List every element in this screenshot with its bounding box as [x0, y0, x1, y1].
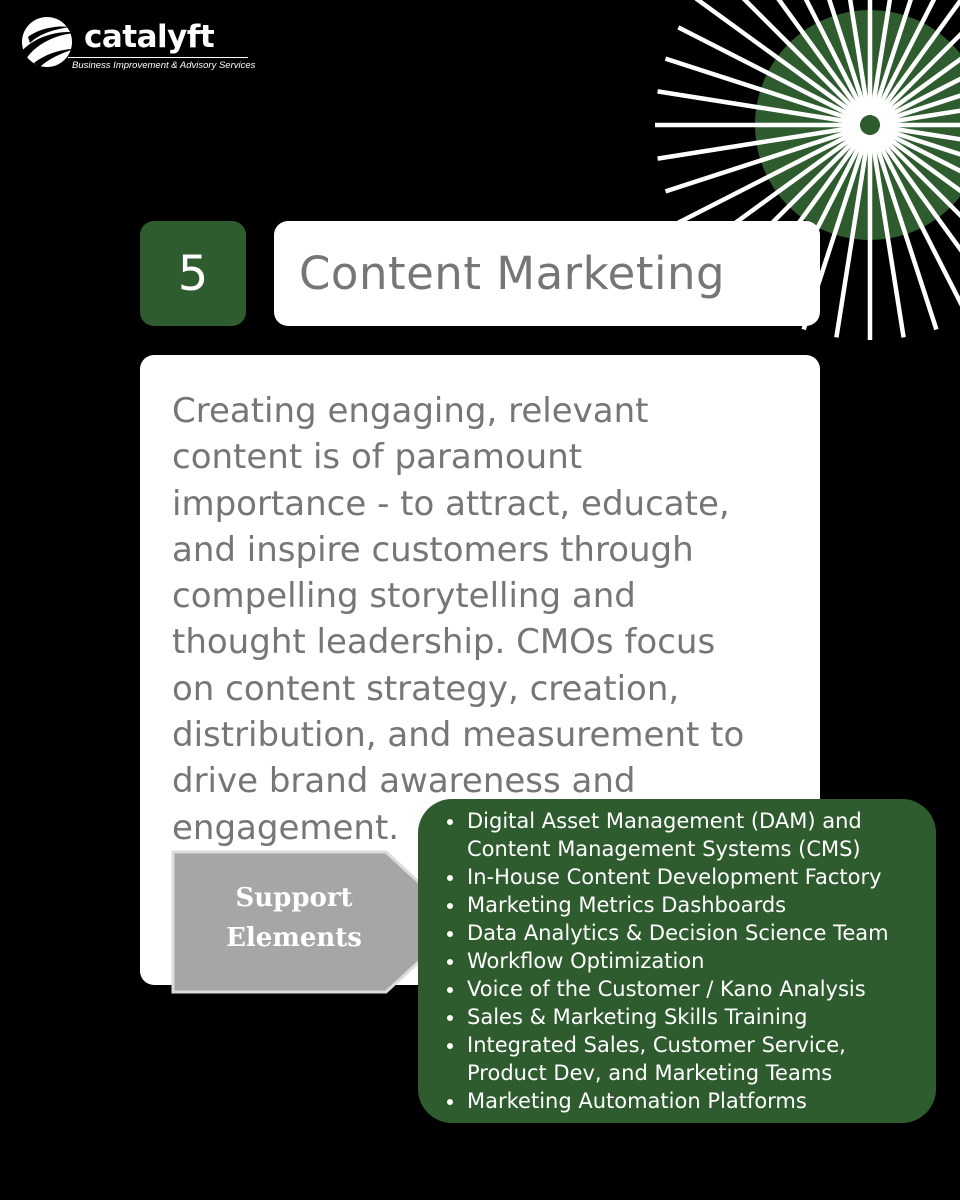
burst-ray [741, 0, 865, 120]
section-number-badge: 5 [140, 221, 246, 326]
burst-ray [869, 0, 893, 116]
burst-ray [872, 132, 960, 307]
list-item: Workflow Optimization [440, 947, 936, 975]
burst-ray [878, 93, 960, 125]
burst-ray [876, 56, 960, 121]
description-line: thought leadership. CMOs focus [172, 622, 716, 663]
burst-ray [870, 0, 913, 117]
list-item-text: Sales & Marketing Skills Training [467, 1005, 808, 1029]
list-item-text: Workflow Optimization [467, 949, 705, 973]
list-item-text: Content Management Systems (CMS) [467, 837, 861, 861]
list-item: Sales & Marketing Skills Training [440, 1003, 936, 1031]
burst-ray [877, 127, 960, 174]
brand-name: catalyft [84, 19, 215, 55]
section-title: Content Marketing [299, 247, 726, 300]
burst-ray [827, 0, 870, 117]
list-item-text: Marketing Automation Platforms [467, 1089, 807, 1113]
support-elements-label: Support Elements [196, 878, 392, 958]
logo-divider [68, 57, 248, 58]
list-item: Voice of the Customer / Kano Analysis [440, 975, 936, 1003]
description-line: distribution, and measurement to [172, 715, 745, 756]
burst-ray [876, 129, 960, 194]
burst-ray [877, 76, 960, 123]
burst-ray [803, 0, 868, 118]
brand-tagline: Business Improvement & Advisory Services [72, 60, 256, 71]
description-line: importance - to attract, educate, [172, 483, 730, 524]
list-item-text: Digital Asset Management (DAM) and [467, 809, 862, 833]
description-line: and inspire customers through [172, 529, 694, 570]
list-item: Digital Asset Management (DAM) and Conte… [440, 807, 936, 863]
description-line: Creating engaging, relevant [172, 391, 649, 431]
support-elements-card [418, 799, 936, 1123]
section-number: 5 [177, 245, 209, 302]
burst-ray [664, 125, 862, 194]
burst-ray [879, 108, 960, 126]
burst-ray [657, 89, 861, 126]
burst-ray [677, 127, 863, 225]
burst-ray [874, 131, 960, 253]
list-item-text: Voice of the Customer / Kano Analysis [467, 977, 866, 1001]
burst-ray [776, 0, 866, 119]
description-line: content is of paramount [172, 437, 583, 478]
description-line: drive brand awareness and [172, 761, 636, 802]
list-item: Marketing Automation Platforms [440, 1087, 936, 1115]
brand-logo: catalyft Business Improvement & Advisory… [20, 15, 280, 75]
burst-ray [870, 133, 939, 331]
burst-ray [874, 0, 960, 119]
section-title-box: Content Marketing [274, 221, 820, 326]
list-item-text: Integrated Sales, Customer Service, [467, 1033, 846, 1057]
globe-swoosh-icon [22, 17, 78, 67]
burst-ray [694, 0, 864, 121]
burst-ray [875, 31, 960, 120]
burst-ray [878, 125, 960, 157]
description-line: on content strategy, creation, [172, 668, 680, 709]
support-label-line: Elements [226, 923, 362, 953]
burst-ray [879, 124, 960, 142]
support-label-line: Support [235, 883, 353, 913]
list-item: Marketing Metrics Dashboards [440, 891, 936, 919]
burst-ray [847, 0, 871, 116]
burst-ray [869, 134, 906, 338]
list-item-text: Data Analytics & Decision Science Team [467, 921, 889, 945]
burst-ray [872, 0, 937, 118]
list-item: Integrated Sales, Customer Service, Prod… [440, 1031, 936, 1087]
description-text: Creating engaging, relevant content is o… [172, 388, 792, 851]
list-item-text: Marketing Metrics Dashboards [467, 893, 787, 917]
list-item-text: Product Dev, and Marketing Teams [467, 1061, 833, 1085]
burst-ray [834, 134, 871, 338]
sunburst-decoration [655, 0, 960, 340]
list-item: In-House Content Development Factory [440, 863, 936, 891]
support-elements-list: Digital Asset Management (DAM) and Conte… [440, 807, 936, 1115]
description-line: engagement. [172, 807, 400, 848]
list-item-text: In-House Content Development Factory [467, 865, 882, 889]
description-line: compelling storytelling and [172, 576, 636, 617]
burst-ray [875, 130, 960, 219]
burst-rays [655, 0, 960, 340]
burst-ray [677, 25, 863, 123]
burst-ray [664, 56, 862, 125]
list-item: Data Analytics & Decision Science Team [440, 919, 936, 947]
burst-ray [657, 124, 861, 161]
